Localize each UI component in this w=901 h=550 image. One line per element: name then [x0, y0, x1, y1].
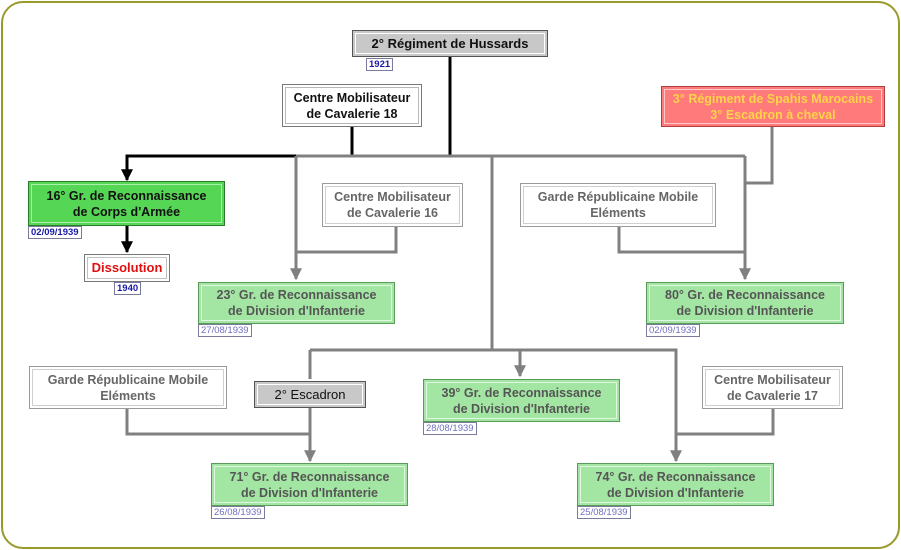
node-dissolution: Dissolution	[84, 254, 170, 282]
date-gr16ca: 02/09/1939	[28, 226, 82, 239]
node-2e-escadron: 2° Escadron	[254, 381, 366, 408]
gr39-line1: 39° Gr. de Reconnaissance	[441, 385, 602, 400]
date-hussards: 1921	[366, 58, 394, 71]
date-gr80: 02/09/1939	[646, 324, 700, 337]
cmc17-line2: de Cavalerie 17	[726, 388, 819, 403]
cmc16-line2: de Cavalerie 16	[346, 206, 439, 220]
date-gr71: 26/08/1939	[211, 506, 265, 519]
cmc16-line1: Centre Mobilisateur	[334, 190, 451, 204]
gr80-line2: de Division d'Infanterie	[676, 304, 814, 318]
gr23-line2: de Division d'Infanterie	[227, 304, 366, 318]
gr16ca-line2: de Corps d'Armée	[72, 204, 181, 219]
date-dissolution: 1940	[114, 282, 142, 295]
node-80e-gr-division-infanterie: 80° Gr. de Reconnaissance de Division d'I…	[646, 282, 844, 324]
gr23-line1: 23° Gr. de Reconnaissance	[216, 288, 377, 302]
gr39-line2: de Division d'Infanterie	[452, 401, 591, 416]
grm-a-line1: Garde Républicaine Mobile	[537, 190, 699, 204]
gr16ca-line1: 16° Gr. de Reconnaissance	[46, 188, 207, 203]
line-hussards-to-gr16	[121, 56, 452, 182]
line-spahis-to-gr80	[745, 126, 774, 185]
date-gr74: 25/08/1939	[577, 506, 631, 519]
line-cmc17-to-gr74	[676, 408, 775, 436]
gr71-line1: 71° Gr. de Reconnaissance	[229, 469, 390, 484]
gr74-line1: 74° Gr. de Reconnaissance	[595, 469, 756, 484]
grm-b-line1: Garde Républicaine Mobile	[47, 372, 209, 387]
line-cmc16-to-gr23	[296, 226, 398, 254]
node-2e-regiment-hussards: 2° Régiment de Hussards	[352, 30, 548, 57]
line-to-gr74	[492, 348, 682, 463]
spahis-line1: 3° Régiment de Spahis Marocains	[672, 91, 874, 106]
date-gr23: 27/08/1939	[198, 324, 252, 337]
date-gr39: 28/08/1939	[423, 422, 477, 435]
cmc18-line2: de Cavalerie 18	[306, 106, 398, 121]
node-centre-mobilisateur-16: Centre Mobilisateur de Cavalerie 16	[322, 183, 463, 227]
grm-b-line2: Eléments	[100, 388, 156, 403]
grm-a-line2: Eléments	[590, 206, 646, 220]
line-grm-b-to-gr71	[125, 408, 310, 436]
node-23e-gr-division-infanterie: 23° Gr. de Reconnaissance de Division d'I…	[198, 282, 395, 324]
spahis-line2: 3° Escadron à cheval	[710, 107, 836, 122]
line-grm-a-to-gr80	[617, 226, 745, 254]
gr80-line1: 80° Gr. de Reconnaissance	[665, 288, 825, 302]
cmc17-line1: Centre Mobilisateur	[714, 372, 831, 387]
gr71-line2: de Division d'Infanterie	[240, 485, 379, 500]
gr74-line2: de Division d'Infanterie	[606, 485, 745, 500]
cmc18-line1: Centre Mobilisateur	[293, 90, 411, 105]
